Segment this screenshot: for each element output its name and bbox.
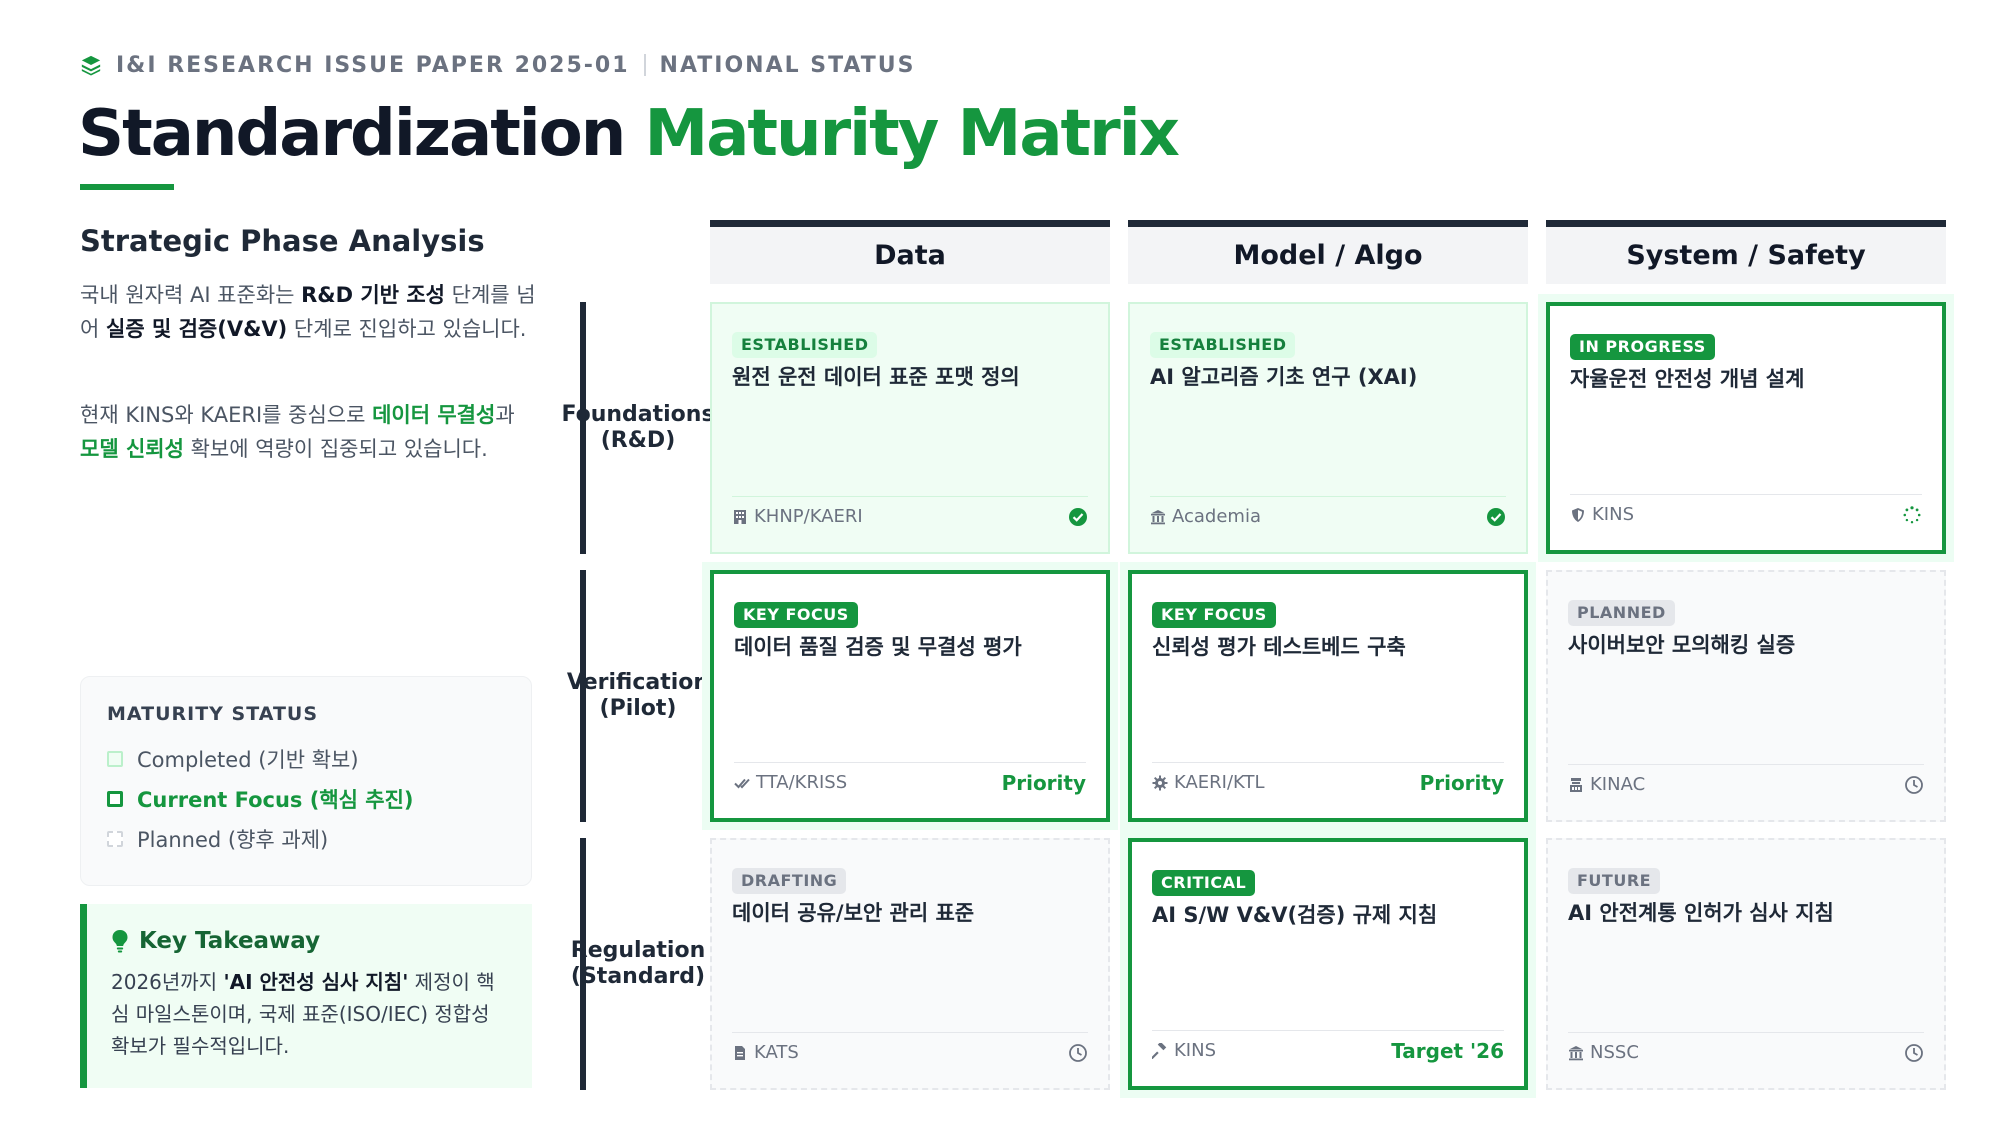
cell-org: KINS xyxy=(1592,504,1635,525)
takeaway-text: 2026년까지 'AI 안전성 심사 지침' 제정이 핵심 마일스톤이며, 국제… xyxy=(111,970,495,1058)
legend-swatch-completed xyxy=(107,751,123,767)
legend-swatch-focus xyxy=(107,791,123,807)
check-circle-icon xyxy=(1487,507,1505,526)
cell-org: KHNP/KAERI xyxy=(754,506,863,527)
paper-id: I&I RESEARCH ISSUE PAPER 2025-01 xyxy=(116,52,630,78)
cell-title: AI S/W V&V(검증) 규제 지침 xyxy=(1152,903,1438,927)
status-badge: ESTABLISHED xyxy=(732,332,878,358)
header-eyebrow: I&I RESEARCH ISSUE PAPER 2025-01 NATIONA… xyxy=(80,50,915,80)
maturity-legend: MATURITY STATUS Completed (기반 확보) Curren… xyxy=(80,676,532,886)
page-title: Standardization Maturity Matrix xyxy=(78,94,1180,174)
legend-item-focus: Current Focus (핵심 추진) xyxy=(107,779,505,819)
row-header-verification: Verification(Pilot) xyxy=(567,570,709,822)
matrix-cell-data-verification[interactable]: KEY FOCUS 데이터 품질 검증 및 무결성 평가 TTA/KRISS P… xyxy=(710,570,1110,822)
cell-footer: KINS xyxy=(1570,494,1922,534)
matrix-cell-system-regulation[interactable]: FUTURE AI 안전계통 인허가 심사 지침 NSSC xyxy=(1546,838,1946,1090)
status-badge: IN PROGRESS xyxy=(1570,334,1715,360)
cell-org: TTA/KRISS xyxy=(756,772,848,793)
cell-footer: TTA/KRISS Priority xyxy=(734,762,1086,802)
lightbulb-icon xyxy=(112,930,128,953)
title-dark: Standardization xyxy=(78,97,626,171)
column-header-system: System / Safety xyxy=(1546,220,1946,284)
cell-title: 데이터 품질 검증 및 무결성 평가 xyxy=(734,635,1022,659)
cell-footer: Academia xyxy=(1150,496,1506,536)
matrix-cell-model-foundations[interactable]: ESTABLISHED AI 알고리즘 기초 연구 (XAI) Academia xyxy=(1128,302,1528,554)
eyebrow-divider xyxy=(643,54,646,76)
status-badge: DRAFTING xyxy=(732,868,847,894)
cell-footer: KINS Target '26 xyxy=(1152,1030,1504,1070)
cell-title: 자율운전 안전성 개념 설계 xyxy=(1570,367,1805,391)
double-check-icon xyxy=(734,778,750,788)
section-label: NATIONAL STATUS xyxy=(659,52,916,78)
row-header-foundations: Foundations(R&D) xyxy=(561,302,715,554)
target-label: Target '26 xyxy=(1391,1038,1504,1063)
legend-title: MATURITY STATUS xyxy=(107,703,319,725)
status-badge: FUTURE xyxy=(1568,868,1661,894)
title-green: Maturity Matrix xyxy=(644,97,1180,171)
row-header-regulation: Regulation(Standard) xyxy=(571,838,705,1090)
column-header-model: Model / Algo xyxy=(1128,220,1528,284)
spinner-icon xyxy=(1903,505,1921,523)
phase-heading: Strategic Phase Analysis xyxy=(80,224,485,258)
cell-title: 사이버보안 모의해킹 실증 xyxy=(1568,633,1796,657)
institution-icon xyxy=(1569,1045,1583,1060)
clock-icon xyxy=(1905,775,1923,794)
cell-org: NSSC xyxy=(1590,1042,1639,1063)
cell-title: 신뢰성 평가 테스트베드 구축 xyxy=(1152,635,1406,659)
priority-label: Priority xyxy=(1419,770,1504,795)
intro-paragraph-1: 국내 원자력 AI 표준화는 R&D 기반 조성 단계를 넘어 실증 및 검증(… xyxy=(80,283,536,341)
cell-footer: KATS xyxy=(732,1032,1088,1072)
layers-icon xyxy=(81,55,101,76)
priority-label: Priority xyxy=(1001,770,1086,795)
key-takeaway: Key Takeaway 2026년까지 'AI 안전성 심사 지침' 제정이 … xyxy=(80,904,532,1088)
cell-org: KINS xyxy=(1174,1040,1217,1061)
status-badge: ESTABLISHED xyxy=(1150,332,1296,358)
matrix-cell-system-verification[interactable]: PLANNED 사이버보안 모의해킹 실증 KINAC xyxy=(1546,570,1946,822)
cell-title: 원전 운전 데이터 표준 포맷 정의 xyxy=(732,365,1020,389)
clock-icon xyxy=(1069,1043,1087,1062)
gear-icon xyxy=(1152,775,1168,790)
takeaway-heading: Key Takeaway xyxy=(111,928,508,954)
column-header-data: Data xyxy=(710,220,1110,284)
document-icon xyxy=(735,1045,745,1060)
institution-icon xyxy=(1151,509,1165,524)
legend-item-completed: Completed (기반 확보) xyxy=(107,739,505,779)
status-badge: KEY FOCUS xyxy=(734,602,858,628)
clock-icon xyxy=(1905,1043,1923,1062)
lab-icon xyxy=(1570,777,1582,792)
legend-swatch-planned xyxy=(107,831,123,847)
cell-org: KINAC xyxy=(1590,774,1646,795)
cell-footer: KINAC xyxy=(1568,764,1924,804)
title-underline xyxy=(80,184,174,190)
check-circle-icon xyxy=(1069,507,1087,526)
status-badge: CRITICAL xyxy=(1152,870,1256,896)
cell-org: KAERI/KTL xyxy=(1174,772,1265,793)
legend-item-planned: Planned (향후 과제) xyxy=(107,819,505,859)
cell-title: AI 알고리즘 기초 연구 (XAI) xyxy=(1150,365,1418,389)
cell-title: 데이터 공유/보안 관리 표준 xyxy=(732,901,975,925)
building-icon xyxy=(734,509,746,524)
matrix-cell-model-regulation[interactable]: CRITICAL AI S/W V&V(검증) 규제 지침 KINS Targe… xyxy=(1128,838,1528,1090)
matrix-cell-model-verification[interactable]: KEY FOCUS 신뢰성 평가 테스트베드 구축 KAERI/KTL Prio… xyxy=(1128,570,1528,822)
cell-footer: KHNP/KAERI xyxy=(732,496,1088,536)
gavel-icon xyxy=(1152,1042,1167,1059)
status-badge: KEY FOCUS xyxy=(1152,602,1276,628)
status-badge: PLANNED xyxy=(1568,600,1675,626)
cell-org: KATS xyxy=(754,1042,799,1063)
matrix-cell-system-foundations[interactable]: IN PROGRESS 자율운전 안전성 개념 설계 KINS xyxy=(1546,302,1946,554)
cell-footer: KAERI/KTL Priority xyxy=(1152,762,1504,802)
matrix-cell-data-regulation[interactable]: DRAFTING 데이터 공유/보안 관리 표준 KATS xyxy=(710,838,1110,1090)
cell-footer: NSSC xyxy=(1568,1032,1924,1072)
cell-org: Academia xyxy=(1172,506,1261,527)
intro-paragraph-2: 현재 KINS와 KAERI를 중심으로 데이터 무결성과 모델 신뢰성 확보에… xyxy=(80,403,515,461)
shield-icon xyxy=(1572,507,1584,522)
cell-title: AI 안전계통 인허가 심사 지침 xyxy=(1568,901,1834,925)
matrix-cell-data-foundations[interactable]: ESTABLISHED 원전 운전 데이터 표준 포맷 정의 KHNP/KAER… xyxy=(710,302,1110,554)
